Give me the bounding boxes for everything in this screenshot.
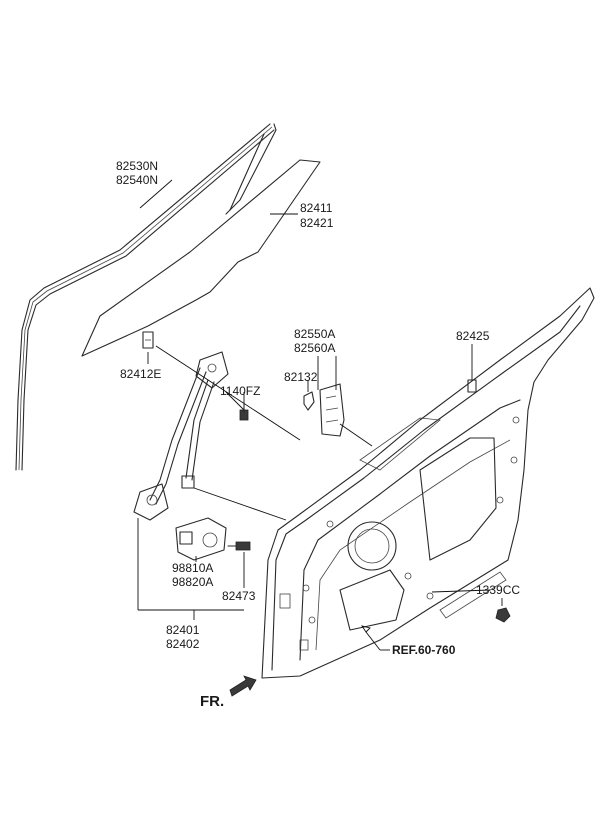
nut-1339cc <box>495 607 511 623</box>
clip-82425 <box>467 379 477 393</box>
regulator-motor <box>175 517 227 561</box>
label-clip-82132: 82132 <box>284 370 318 384</box>
label-channel-module-2: 82560A <box>294 341 335 355</box>
window-glass <box>81 159 321 357</box>
label-front: FR. <box>200 693 224 710</box>
label-regulator-2: 82402 <box>166 637 200 651</box>
label-bolt-82473: 82473 <box>222 589 256 603</box>
part-labels: 82530N 82540N 82411 82421 82412E 1140FZ … <box>116 159 520 710</box>
window-regulator <box>133 351 229 521</box>
label-motor-2: 98820A <box>172 575 213 589</box>
label-glass-1: 82411 <box>300 201 333 215</box>
clip-82132 <box>303 391 315 411</box>
leader-lines <box>137 179 503 651</box>
label-channel-module-1: 82550A <box>294 327 335 341</box>
bolt-82473 <box>227 541 251 551</box>
label-bolt-1140fz: 1140FZ <box>220 384 260 398</box>
label-belt-molding-2: 82540N <box>116 173 158 187</box>
label-glass-2: 82421 <box>300 216 334 230</box>
door-run-channel <box>15 123 277 471</box>
front-arrow-icon <box>229 675 257 697</box>
label-nut-1339cc: 1339CC <box>476 583 520 597</box>
door-inner-panel <box>261 287 595 679</box>
glass-holder <box>142 331 154 349</box>
label-clip-82425: 82425 <box>456 329 490 343</box>
channel-module <box>319 383 345 437</box>
label-belt-molding-1: 82530N <box>116 159 158 173</box>
label-glass-holder: 82412E <box>120 367 161 381</box>
label-regulator-1: 82401 <box>166 623 200 637</box>
label-ref: REF.60-760 <box>392 643 456 657</box>
label-motor-1: 98810A <box>172 561 213 575</box>
